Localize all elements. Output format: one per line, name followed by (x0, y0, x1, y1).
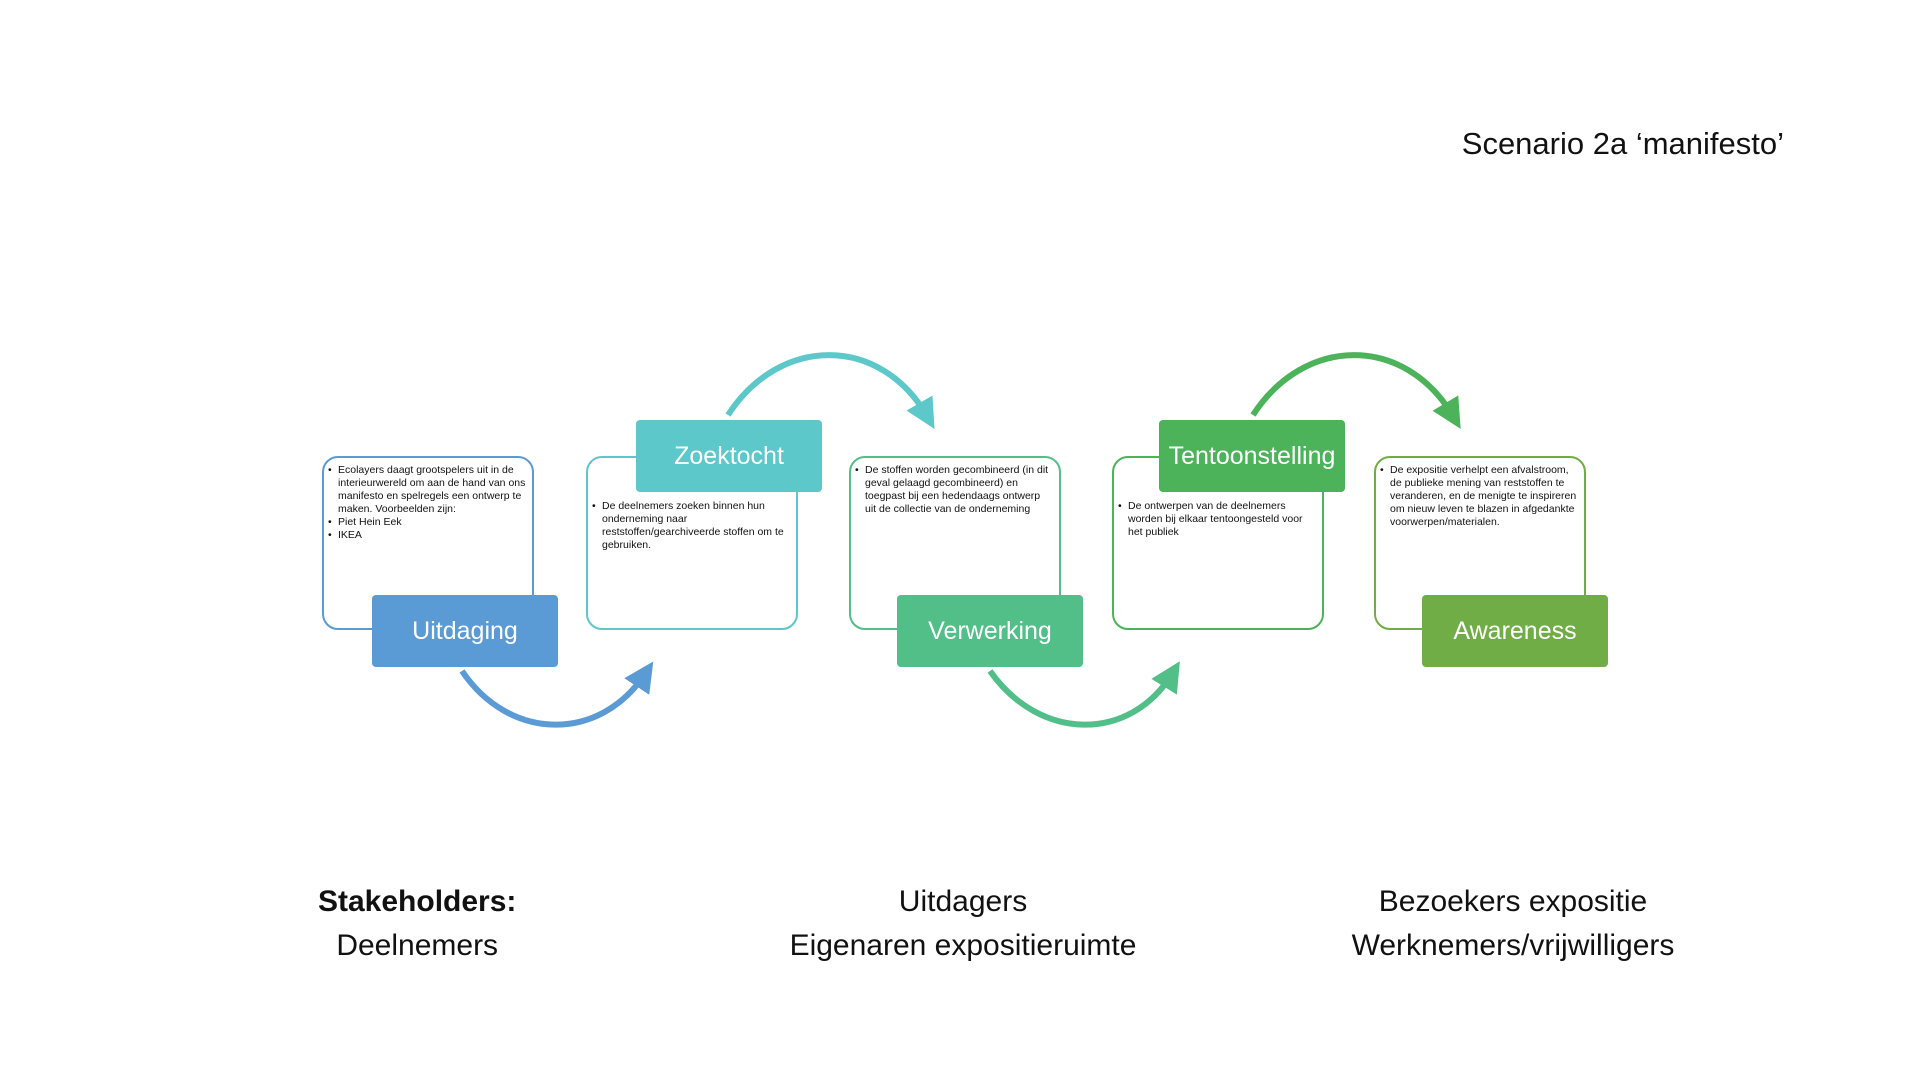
step-bullet: De stoffen worden gecombineerd (in dit g… (855, 464, 1053, 516)
stakeholder-item: Eigenaren expositieruimte (789, 929, 1137, 962)
step-bullet: Ecolayers daagt grootspelers uit in de i… (328, 464, 526, 516)
stakeholder-item: Bezoekers expositie (1378, 885, 1648, 918)
stakeholders-group-3: Bezoekers expositie Werknemers/vrijwilli… (1328, 880, 1698, 968)
step-label-uitdaging: Uitdaging (372, 595, 558, 667)
stakeholder-item: Uitdagers (898, 885, 1028, 918)
step-label-tentoonstelling: Tentoonstelling (1159, 420, 1345, 492)
step-label-awareness: Awareness (1422, 595, 1608, 667)
arrow-2 (725, 352, 935, 429)
stakeholders-group-1: Stakeholders: Deelnemers (318, 880, 516, 968)
step-bullet: De deelnemers zoeken binnen hun ondernem… (592, 500, 790, 552)
step-label-verwerking: Verwerking (897, 595, 1083, 667)
arrow-1 (459, 661, 654, 728)
stakeholders-group-2: Uitdagers Eigenaren expositieruimte (778, 880, 1148, 968)
stakeholders-heading: Stakeholders: (318, 885, 517, 918)
stakeholder-item: Deelnemers (336, 929, 499, 962)
step-label-zoektocht: Zoektocht (636, 420, 822, 492)
step-bullet: Piet Hein Eek (328, 516, 526, 529)
step-bullet: De expositie verhelpt een afvalstroom, d… (1380, 464, 1578, 529)
step-bullet: De ontwerpen van de deelnemers worden bi… (1118, 500, 1316, 539)
arrow-3 (987, 661, 1180, 728)
stakeholder-item: Werknemers/vrijwilligers (1351, 929, 1675, 962)
step-bullet: IKEA (328, 529, 526, 542)
arrow-4 (1250, 352, 1461, 429)
slide-title: Scenario 2a ‘manifesto’ (1461, 126, 1784, 161)
